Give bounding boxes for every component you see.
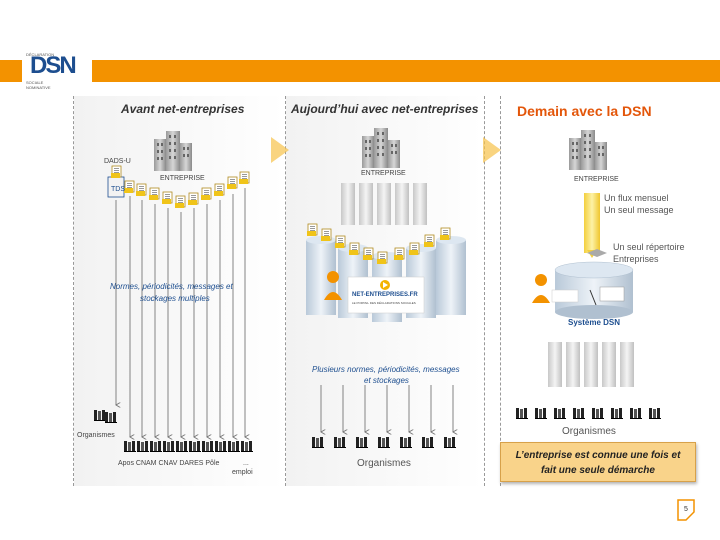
callout-line1: L’entreprise est connue une fois et [515, 450, 681, 461]
tomorrow-enterprise-label: ENTREPRISE [574, 176, 619, 183]
dsn-logo: DÉCLARATION SOCIALE NOMINATIVE [22, 42, 92, 92]
norms-text-line2: stockages multiples [140, 294, 210, 303]
system-dsn-label: Système DSN [568, 318, 621, 327]
repertoire-text-line1: Un seul répertoire [613, 242, 685, 252]
column-title-today: Aujourd’hui avec net-entreprises [291, 102, 479, 116]
dads-label: DADS-U [104, 158, 131, 165]
column-title-before: Avant net-entreprises [121, 102, 245, 116]
portal-label: NET-ENTREPRISES.FR [352, 292, 418, 298]
logo-brand-text: DSN [30, 52, 77, 79]
header-band [0, 60, 720, 82]
before-enterprise-label: ENTREPRISE [160, 175, 205, 182]
transition-arrow-2 [483, 137, 501, 163]
callout-line2: fait une seule démarche [541, 465, 655, 476]
separator-right [484, 96, 485, 486]
conclusion-callout: L’entreprise est connue une fois et fait… [500, 442, 696, 482]
logo-line3: NOMINATIVE [26, 85, 51, 90]
ids-label: TDS [111, 186, 125, 193]
separator-mid [285, 96, 286, 486]
separator-left [73, 96, 74, 486]
multi-text-line1: Plusieurs normes, périodicités, messages [312, 365, 460, 374]
transition-arrow-1 [271, 137, 289, 163]
column-title-tomorrow: Demain avec la DSN [517, 103, 652, 119]
flow-text-line1: Un flux mensuel [604, 193, 669, 203]
norms-text-line1: Normes, périodicités, messages et [110, 282, 233, 291]
flow-text-line2: Un seul message [604, 205, 674, 215]
logo-line1: DÉCLARATION [26, 52, 55, 57]
recipients-text: Apos CNAM CNAV DARES Pôle [118, 460, 220, 467]
logo-line2: SOCIALE [26, 80, 44, 85]
today-organisms-label: Organismes [357, 458, 411, 469]
before-organisms-label: Organismes [77, 432, 115, 439]
portal-subtitle: LE PORTAIL DES DÉCLARATIONS SOCIALES [352, 301, 416, 305]
multi-text-line2: et stockages [364, 376, 409, 385]
recipients-extra: emploi [232, 469, 253, 476]
today-enterprise-label: ENTREPRISE [361, 170, 406, 177]
repertoire-text-line2: Entreprises [613, 254, 659, 264]
recipients-dots: ... [243, 460, 249, 467]
page-number: 5 [684, 506, 688, 513]
separator-right2 [500, 96, 501, 486]
tomorrow-organisms-label: Organismes [562, 426, 616, 437]
